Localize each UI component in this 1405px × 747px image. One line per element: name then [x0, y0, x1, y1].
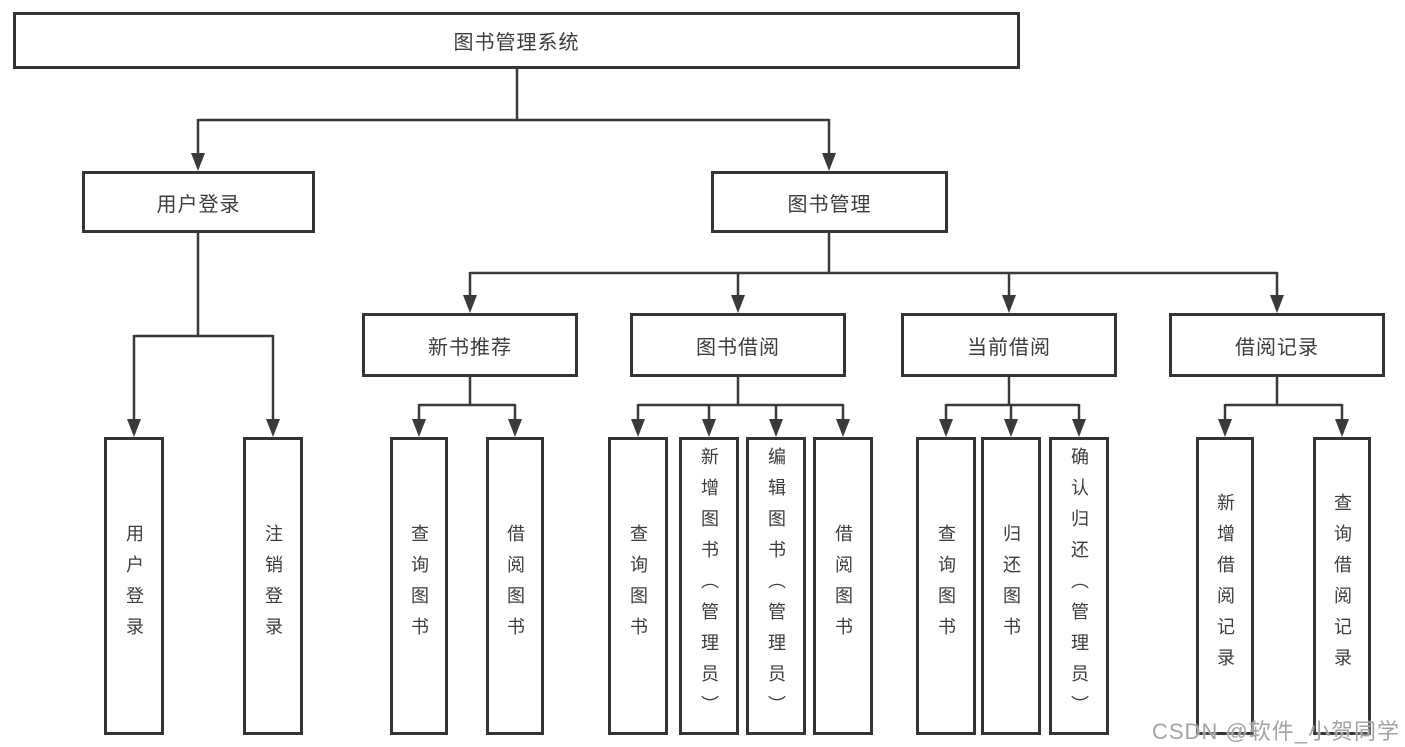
- node-current-borrow-label: 当前借阅: [967, 336, 1051, 359]
- leaf-newbooks-query-label: 查询图书: [409, 524, 429, 648]
- arrow-down-icon: [266, 419, 280, 437]
- arrow-down-icon: [1270, 295, 1284, 313]
- arrow-down-icon: [127, 419, 141, 437]
- arrow-down-icon: [1072, 419, 1086, 437]
- node-borrow-records: 借阅记录: [1169, 313, 1385, 377]
- leaf-newbooks-borrow: 借阅图书: [486, 437, 544, 735]
- connector-current-borrow-to-leaves: [939, 377, 1086, 437]
- node-new-books-label: 新书推荐: [428, 336, 512, 359]
- node-user-login: 用户登录: [82, 171, 315, 233]
- leaf-borrow-borrow-book: 借阅图书: [813, 437, 873, 735]
- arrow-down-icon: [1004, 419, 1018, 437]
- node-current-borrow: 当前借阅: [901, 313, 1117, 377]
- leaf-current-confirm-return-label: 确认归还（管理员）: [1069, 446, 1089, 726]
- node-book-borrow: 图书借阅: [630, 313, 846, 377]
- arrow-down-icon: [631, 419, 645, 437]
- leaf-current-query: 查询图书: [916, 437, 976, 735]
- leaf-newbooks-query: 查询图书: [390, 437, 448, 735]
- leaf-borrow-query-label: 查询图书: [628, 524, 648, 648]
- node-root: 图书管理系统: [13, 12, 1020, 69]
- connector-user-login-to-leaves: [127, 233, 280, 437]
- arrow-down-icon: [463, 295, 477, 313]
- arrow-down-icon: [412, 419, 426, 437]
- arrow-down-icon: [836, 419, 850, 437]
- leaf-borrow-query: 查询图书: [608, 437, 668, 735]
- leaf-records-add: 新增借阅记录: [1196, 437, 1254, 735]
- leaf-current-return: 归还图书: [981, 437, 1041, 735]
- node-book-borrow-label: 图书借阅: [696, 336, 780, 359]
- leaf-current-return-label: 归还图书: [1001, 524, 1021, 648]
- leaf-logout: 注销登录: [243, 437, 303, 735]
- arrow-down-icon: [191, 153, 205, 171]
- leaf-user-login-label: 用户登录: [124, 524, 144, 648]
- leaf-borrow-edit-book: 编辑图书（管理员）: [746, 437, 806, 735]
- leaf-user-login: 用户登录: [104, 437, 164, 735]
- node-user-login-label: 用户登录: [156, 193, 241, 216]
- connector-root-to-level2: [191, 69, 836, 171]
- connector-new-books-to-leaves: [412, 377, 522, 437]
- node-borrow-records-label: 借阅记录: [1235, 336, 1319, 359]
- arrow-down-icon: [1002, 295, 1016, 313]
- arrow-down-icon: [769, 419, 783, 437]
- leaf-borrow-edit-book-label: 编辑图书（管理员）: [766, 446, 786, 726]
- leaf-borrow-add-book: 新增图书（管理员）: [679, 437, 739, 735]
- connector-book-mgmt-to-level3: [463, 233, 1284, 313]
- arrow-down-icon: [1218, 419, 1232, 437]
- arrow-down-icon: [731, 295, 745, 313]
- leaf-borrow-add-book-label: 新增图书（管理员）: [699, 446, 719, 726]
- connector-borrow-records-to-leaves: [1218, 377, 1349, 437]
- arrow-down-icon: [1335, 419, 1349, 437]
- arrow-down-icon: [822, 153, 836, 171]
- arrow-down-icon: [508, 419, 522, 437]
- leaf-records-query: 查询借阅记录: [1313, 437, 1371, 735]
- leaf-logout-label: 注销登录: [263, 524, 283, 648]
- leaf-borrow-borrow-book-label: 借阅图书: [833, 524, 853, 648]
- node-root-label: 图书管理系统: [453, 32, 580, 54]
- leaf-records-query-label: 查询借阅记录: [1332, 493, 1352, 679]
- watermark: CSDN @软件_小贺同学: [1152, 719, 1401, 744]
- leaf-current-query-label: 查询图书: [936, 524, 956, 648]
- arrow-down-icon: [939, 419, 953, 437]
- node-book-mgmt: 图书管理: [711, 171, 948, 233]
- connector-book-borrow-to-leaves: [631, 377, 850, 437]
- arrow-down-icon: [702, 419, 716, 437]
- node-new-books: 新书推荐: [362, 313, 578, 377]
- node-book-mgmt-label: 图书管理: [787, 193, 872, 216]
- leaf-records-add-label: 新增借阅记录: [1215, 493, 1235, 679]
- leaf-newbooks-borrow-label: 借阅图书: [505, 524, 525, 648]
- leaf-current-confirm-return: 确认归还（管理员）: [1049, 437, 1109, 735]
